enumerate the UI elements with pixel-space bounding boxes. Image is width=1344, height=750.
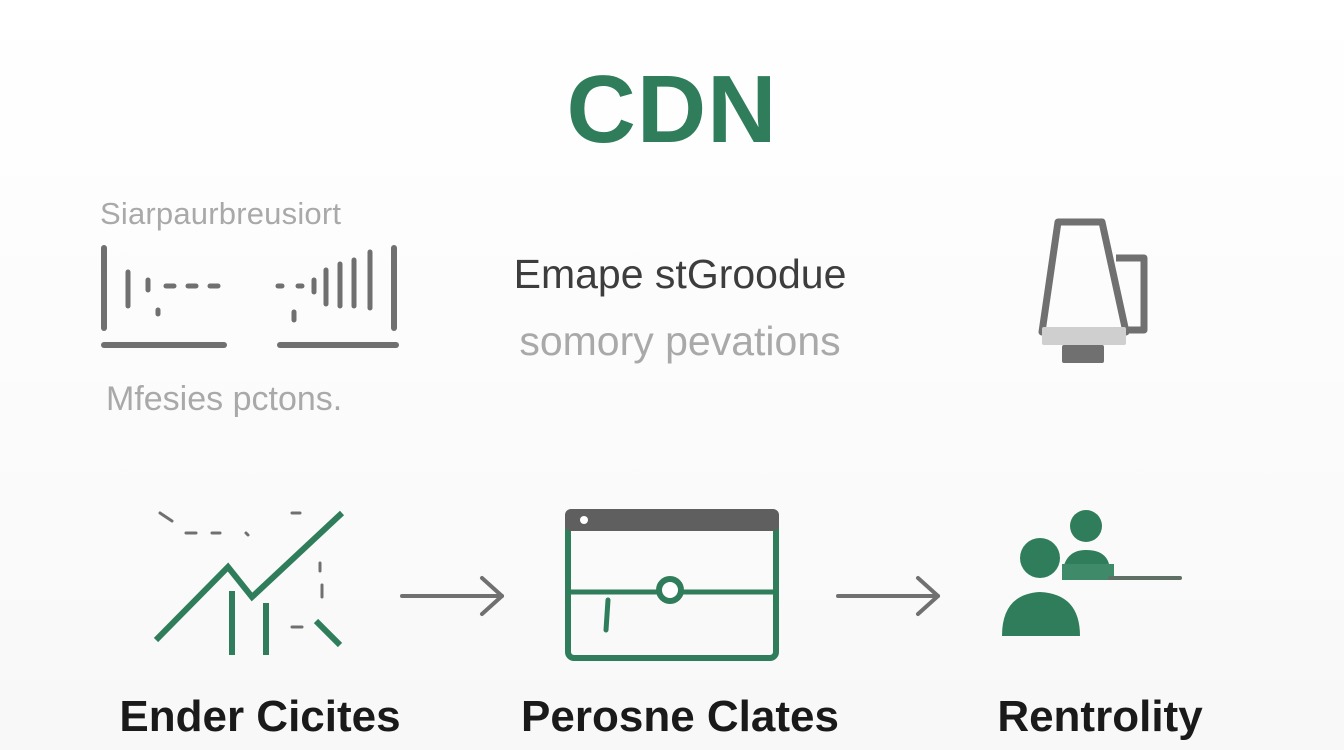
flow-step-caption: Perosne Clates — [521, 692, 839, 741]
flow-step-caption: Rentrolity — [997, 692, 1203, 741]
mug-icon — [1038, 218, 1148, 363]
trend-chart-icon — [153, 510, 345, 655]
page-title: CDN — [566, 56, 778, 163]
arrow-right-icon — [400, 576, 504, 616]
barcode-chart-icon — [101, 245, 399, 348]
left-bottom-label: Mfesies pctons. — [106, 380, 343, 418]
left-top-label: Siarpaurbreusiort — [100, 196, 342, 231]
browser-window-icon — [565, 509, 779, 661]
center-subheading: somory pevations — [519, 318, 841, 364]
center-heading: Emape stGroodue — [513, 251, 847, 297]
users-icon — [1002, 510, 1182, 636]
arrow-right-icon — [836, 576, 940, 616]
flow-step-caption: Ender Cicites — [119, 692, 401, 741]
